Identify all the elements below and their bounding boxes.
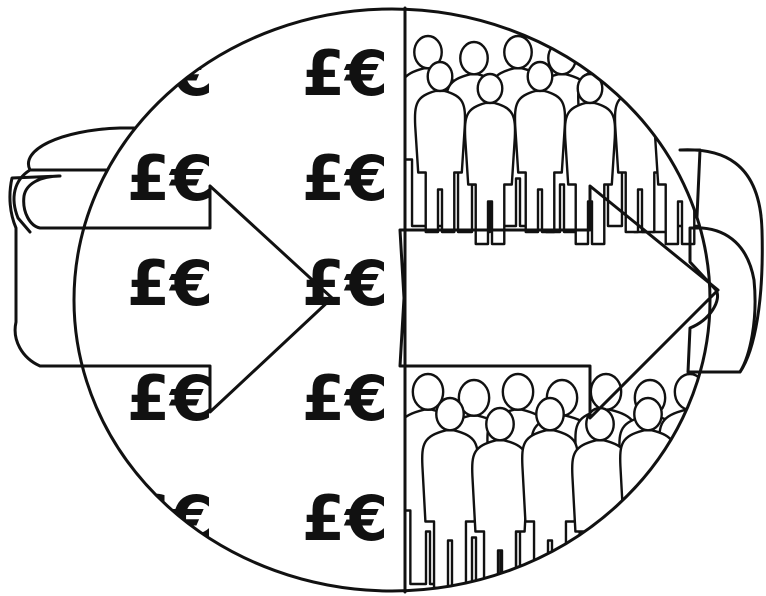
- currency-symbol: £€: [127, 142, 213, 215]
- currency-symbol: £€: [127, 37, 213, 110]
- currency-symbol: £€: [302, 142, 388, 215]
- currency-symbol: £€: [127, 362, 213, 435]
- currency-symbol: £€: [302, 362, 388, 435]
- currency-symbol: £€: [302, 482, 388, 555]
- currency-symbol: £€: [302, 37, 388, 110]
- currency-symbol: £€: [127, 482, 213, 555]
- currency-symbol: £€: [127, 247, 213, 320]
